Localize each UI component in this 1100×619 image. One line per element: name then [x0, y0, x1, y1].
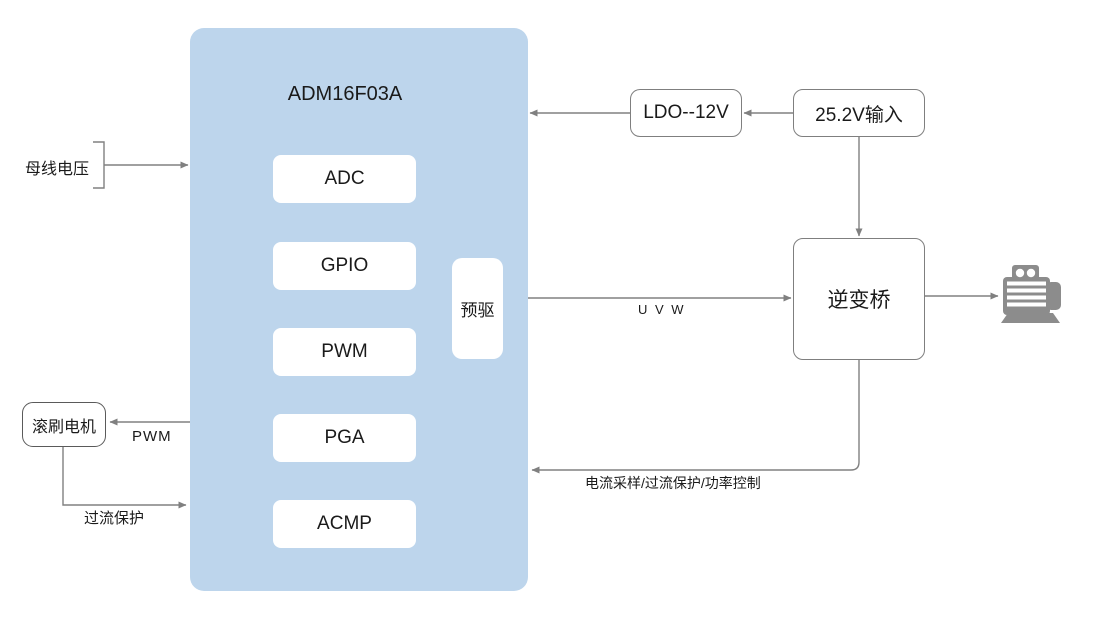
arrow-feedback-to-chip — [531, 360, 860, 474]
chip-block-predriver: 预驱 — [452, 258, 503, 359]
bus-voltage-label: 母线电压 — [25, 161, 90, 178]
chip-block-gpio: GPIO — [273, 242, 416, 290]
chip-title: ADM16F03A — [287, 83, 403, 105]
chip-block-pwm: PWM — [273, 328, 416, 376]
chip-block-pga: PGA — [273, 414, 416, 462]
uvw-wire-label: U V W — [638, 302, 686, 317]
chip-block-adc: ADC — [273, 155, 416, 203]
chip-block-acmp: ACMP — [273, 500, 416, 548]
ldo-box: LDO--12V — [630, 89, 742, 137]
feedback-wire-label: 电流采样/过流保护/功率控制 — [585, 475, 761, 491]
brush-motor-box: 滚刷电机 — [22, 402, 106, 447]
overcurrent-wire-label: 过流保护 — [84, 510, 145, 527]
bus-voltage-bracket — [93, 141, 105, 189]
inverter-bridge-box: 逆变桥 — [793, 238, 925, 360]
pwm-wire-label: PWM — [132, 428, 172, 445]
arrow-overcurrent-to-chip — [62, 447, 187, 509]
motor-icon — [1001, 265, 1061, 323]
power-input-box: 25.2V输入 — [793, 89, 925, 137]
